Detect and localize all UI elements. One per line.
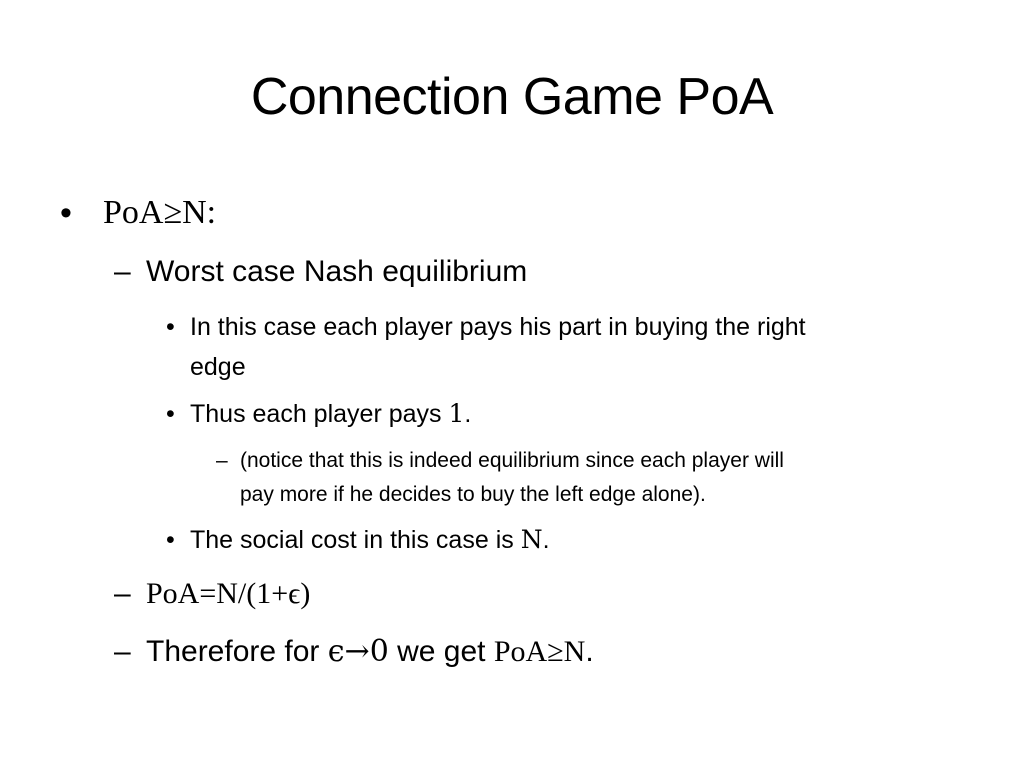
level3-b-text-before: Thus each player pays (190, 400, 449, 428)
level1-bullet: • (60, 194, 72, 232)
level3-c-text: The social cost in this case is N. (190, 520, 550, 560)
level3-b-text: Thus each player pays 1. (190, 394, 471, 434)
level2-a-text: Worst case Nash equilibrium (146, 255, 528, 288)
level4-a-bullet: – (216, 449, 228, 472)
level2-b-bullet: – (114, 577, 131, 610)
level3-b-math: 1 (448, 399, 465, 428)
level2-b-math: PoA=N/(1+ϵ) (146, 577, 311, 610)
level3-c-text-before: The social cost in this case is (190, 526, 521, 554)
level3-a-bullet: • (166, 313, 175, 341)
level4-a-line2: pay more if he decides to buy the left e… (240, 483, 706, 506)
level2-c-text-middle: we get (388, 635, 494, 668)
level2-c-math1: ϵ→0 (327, 634, 389, 669)
level2-c-text: Therefore for ϵ→0 we get PoA≥N. (146, 632, 594, 672)
level3-c-math: N (520, 525, 543, 554)
level3-c-bullet: • (166, 526, 175, 554)
level1-text: PoA≥N: (103, 194, 217, 231)
level3-c-text-after: . (542, 526, 550, 554)
level2-c-text-before: Therefore for (146, 635, 328, 668)
level2-c-text-after: . (585, 635, 594, 668)
level4-a-line1: (notice that this is indeed equilibrium … (240, 449, 784, 472)
level3-b-text-after: . (464, 400, 472, 428)
level3-a-line1: In this case each player pays his part i… (190, 313, 806, 341)
level3-b-bullet: • (166, 400, 175, 428)
level2-a-bullet: – (114, 255, 131, 288)
level2-c-bullet: – (114, 635, 131, 668)
slide-title: Connection Game PoA (250, 68, 774, 126)
level3-a-line2: edge (190, 353, 246, 381)
level2-c-math2: PoA≥N (493, 635, 586, 668)
